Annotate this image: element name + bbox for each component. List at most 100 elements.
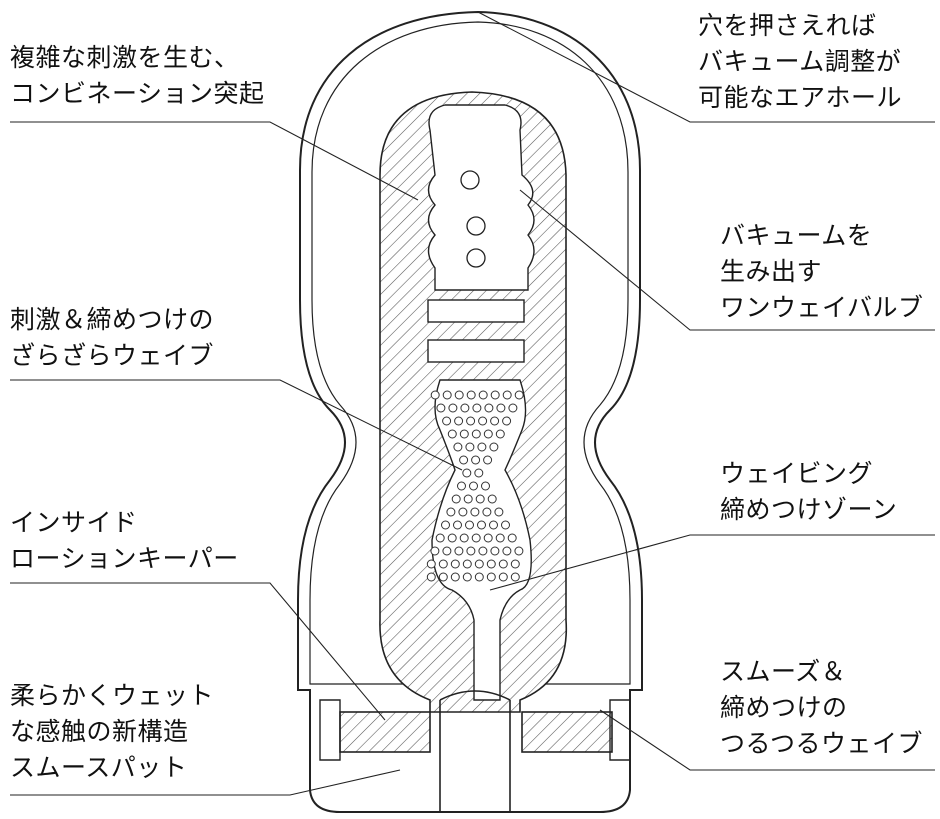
- texture-dot: [430, 546, 440, 556]
- texture-dot: [430, 390, 440, 400]
- texture-dot: [471, 533, 481, 543]
- texture-dot: [475, 494, 485, 504]
- texture-dot: [459, 533, 469, 543]
- texture-dot: [438, 559, 448, 569]
- label-waving-zone: ウェイビング 締めつけゾーン: [720, 456, 897, 528]
- texture-dot: [441, 520, 450, 530]
- texture-dot: [450, 572, 460, 582]
- texture-dot: [454, 546, 464, 556]
- texture-dot: [471, 455, 481, 465]
- texture-dot: [510, 572, 520, 582]
- wave-zone: [431, 379, 532, 701]
- texture-dot: [502, 546, 512, 556]
- texture-dot: [472, 403, 482, 413]
- label-air-hole-line2: バキューム調整が: [698, 47, 902, 76]
- texture-dot: [469, 481, 478, 491]
- label-wave-rough-line1: 刺激＆締めつけの: [10, 305, 215, 334]
- texture-dot: [483, 533, 493, 543]
- texture-dot: [486, 572, 496, 582]
- texture-dot: [514, 546, 524, 556]
- label-valve-line3: ワンウェイバルブ: [720, 293, 924, 322]
- label-lotion-keeper-line2: ローションキーパー: [10, 544, 239, 573]
- texture-dot: [426, 572, 436, 582]
- label-air-hole-line3: 可能なエアホール: [698, 83, 903, 112]
- texture-dot: [462, 572, 472, 582]
- texture-dot: [453, 520, 462, 530]
- texture-dot: [465, 520, 474, 530]
- label-lotion-keeper-line1: インサイド: [10, 508, 138, 537]
- texture-dot: [482, 507, 492, 517]
- texture-dot: [463, 494, 473, 504]
- texture-dot: [447, 429, 457, 439]
- texture-dot: [510, 559, 520, 569]
- label-wave-rough-line2: ざらざらウェイブ: [10, 341, 215, 370]
- texture-dot: [474, 559, 484, 569]
- texture-dot: [435, 533, 445, 543]
- label-wave-rough: 刺激＆締めつけの ざらざらウェイブ: [10, 302, 214, 374]
- texture-dot: [495, 429, 505, 439]
- texture-dot: [481, 481, 490, 491]
- texture-dot: [466, 546, 476, 556]
- texture-dot: [442, 416, 452, 426]
- texture-dot: [453, 442, 463, 452]
- outer-shell: [297, 10, 643, 813]
- label-wave-smooth-line1: スムーズ＆: [720, 657, 847, 686]
- texture-dot: [490, 390, 500, 400]
- texture-dot: [446, 507, 456, 517]
- label-combination: 複雑な刺激を生む、 コンビネーション突起: [10, 40, 265, 112]
- texture-dot: [494, 507, 504, 517]
- texture-dot: [490, 546, 500, 556]
- texture-dot: [489, 520, 498, 530]
- texture-dot: [489, 442, 499, 452]
- label-air-hole-line1: 穴を押さえれば: [698, 11, 877, 40]
- label-air-hole: 穴を押さえれば バキューム調整が 可能なエアホール: [698, 8, 902, 116]
- texture-dot: [486, 559, 496, 569]
- valve-base: [439, 690, 511, 812]
- label-valve-line2: 生み出す: [720, 257, 823, 286]
- texture-dot: [495, 533, 505, 543]
- texture-dot: [448, 403, 458, 413]
- texture-dot: [484, 403, 494, 413]
- texture-dot: [466, 390, 476, 400]
- label-wave-smooth-line3: つるつるウェイブ: [720, 729, 924, 758]
- texture-dot: [508, 403, 518, 413]
- label-wave-smooth: スムーズ＆ 締めつけの つるつるウェイブ: [720, 654, 923, 762]
- texture-dot: [496, 403, 506, 413]
- texture-dot: [474, 468, 484, 478]
- texture-dot: [501, 520, 510, 530]
- right-pad: [521, 711, 613, 753]
- label-wave-smooth-line2: 締めつけの: [720, 693, 848, 722]
- texture-dot: [458, 507, 468, 517]
- label-valve-line1: バキュームを: [720, 221, 873, 250]
- texture-dot: [477, 442, 487, 452]
- texture-dot: [474, 572, 484, 582]
- texture-dot: [462, 468, 472, 478]
- label-valve: バキュームを 生み出す ワンウェイバルブ: [720, 218, 924, 326]
- texture-dot: [426, 559, 436, 569]
- texture-dot: [462, 559, 472, 569]
- texture-dot: [451, 494, 461, 504]
- texture-dot: [459, 455, 469, 465]
- texture-dot: [502, 390, 512, 400]
- texture-dot: [459, 429, 469, 439]
- texture-dot: [478, 546, 488, 556]
- texture-dot: [438, 572, 448, 582]
- texture-dot: [470, 507, 480, 517]
- label-smooth-pad: 柔らかくウェット な感触の新構造 スムースパット: [10, 678, 214, 786]
- label-combination-line2: コンビネーション突起: [10, 79, 265, 108]
- label-waving-zone-line1: ウェイビング: [720, 459, 874, 488]
- texture-dot: [483, 429, 493, 439]
- texture-dot: [477, 520, 486, 530]
- texture-dot: [478, 416, 488, 426]
- label-waving-zone-line2: 締めつけゾーン: [720, 495, 898, 524]
- texture-dot: [454, 390, 464, 400]
- texture-dot: [487, 494, 497, 504]
- texture-dot: [457, 481, 466, 491]
- texture-dot: [478, 390, 488, 400]
- texture-dot: [450, 559, 460, 569]
- texture-dot: [498, 572, 508, 582]
- texture-dot: [502, 416, 512, 426]
- texture-dot: [490, 416, 500, 426]
- texture-dot: [483, 455, 493, 465]
